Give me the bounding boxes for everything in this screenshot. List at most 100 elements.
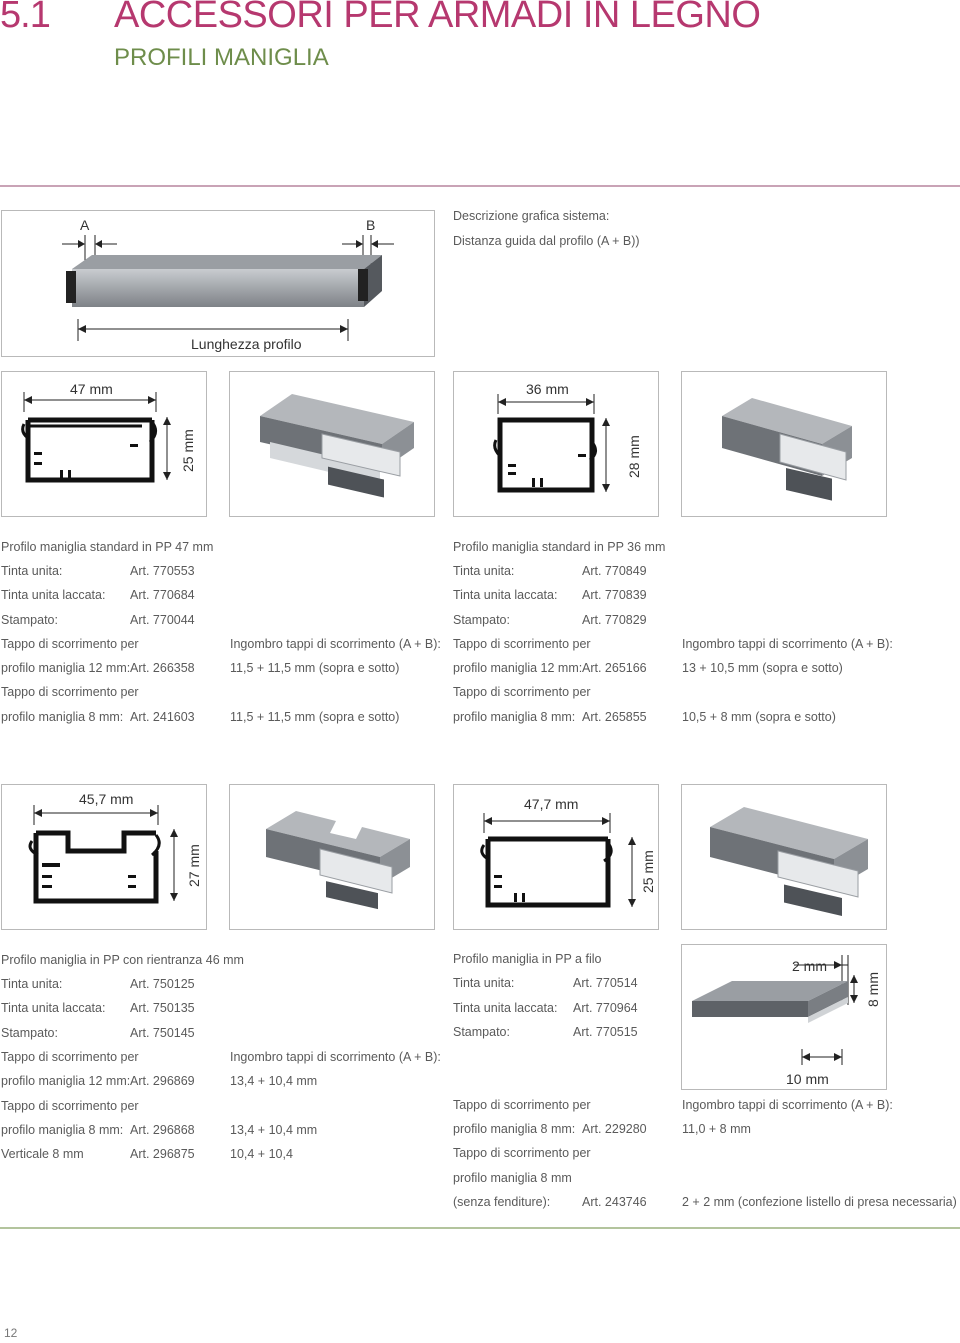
p457-title: Profilo maniglia in PP con rientranza 46… (1, 953, 244, 967)
p457-cap-label: profilo maniglia 8 mm: (1, 1123, 124, 1137)
p457-row-art: Art. 750145 (130, 1026, 195, 1040)
p36-title: Profilo maniglia standard in PP 36 mm (453, 540, 666, 554)
p477-cap-label: profilo maniglia 8 mm (453, 1171, 572, 1185)
page-number: 12 (4, 1326, 18, 1340)
p477-cap-label: (senza fenditure): (453, 1195, 551, 1209)
p36-cap-label: Tappo di scorrimento per (453, 637, 591, 651)
p457-cap-label: Tappo di scorrimento per (1, 1050, 139, 1064)
system-description-line-2: Distanza guida dal profilo (A + B)) (453, 234, 640, 248)
p36-cap-label: profilo maniglia 12 mm: (453, 661, 583, 675)
page-subtitle: PROFILI MANIGLIA (114, 44, 329, 71)
section-number: 5.1 (0, 0, 51, 36)
p47-cap-label: Tappo di scorrimento per (1, 685, 139, 699)
label-a: A (80, 217, 90, 233)
system-diagram-panel: A B Lunghezza profilo (1, 210, 435, 357)
p36-cap-art-8: Art. 265855 (582, 710, 647, 724)
bottom-divider (0, 1227, 960, 1229)
p47-cap-art-8: Art. 241603 (130, 710, 195, 724)
profile-477-section-drawing (480, 813, 636, 908)
profile-477-3d-drawing (710, 807, 868, 916)
p477-cap-label: Tappo di scorrimento per (453, 1146, 591, 1160)
p477-row-label: Stampato: (453, 1025, 510, 1039)
profile-477-height-label: 25 mm (640, 850, 656, 893)
p477-ingombro-8: 11,0 + 8 mm (682, 1122, 751, 1136)
p457-cap-label: profilo maniglia 12 mm: (1, 1074, 131, 1088)
p457-cap-art-8: Art. 296868 (130, 1123, 195, 1137)
profile-457-section-drawing (28, 805, 178, 904)
p477-cap-art-8: Art. 229280 (582, 1122, 647, 1136)
profile-flat-panel: 2 mm 8 mm 10 mm (681, 944, 887, 1090)
p47-row-label: Tinta unita: (1, 564, 63, 578)
profile-47-width-label: 47 mm (70, 381, 113, 397)
p36-ingombro-8: 10,5 + 8 mm (sopra e sotto) (682, 710, 836, 724)
p457-row-label: Tinta unita: (1, 977, 63, 991)
p36-row-label: Tinta unita laccata: (453, 588, 558, 602)
p47-row-art: Art. 770044 (130, 613, 195, 627)
p47-ingombro-label: Ingombro tappi di scorrimento (A + B): (230, 637, 441, 651)
profile-36-3d-drawing (722, 398, 852, 501)
p457-vert-art: Art. 296875 (130, 1147, 195, 1161)
p457-ingombro-vert: 10,4 + 10,4 (230, 1147, 293, 1161)
p47-row-art: Art. 770684 (130, 588, 195, 602)
flat-dim-top-label: 2 mm (792, 958, 827, 974)
page-title: ACCESSORI PER ARMADI IN LEGNO (114, 0, 761, 36)
p36-ingombro-12: 13 + 10,5 mm (sopra e sotto) (682, 661, 843, 675)
profile-36-section-panel: 36 mm 28 mm (453, 371, 659, 517)
p477-cap-art-senza: Art. 243746 (582, 1195, 647, 1209)
p477-title: Profilo maniglia in PP a filo (453, 952, 602, 966)
top-divider (0, 185, 960, 187)
label-b: B (366, 217, 376, 233)
profile-457-height-label: 27 mm (186, 844, 202, 887)
p477-row-art: Art. 770964 (573, 1001, 638, 1015)
profile-47-section-panel: 47 mm 25 mm (1, 371, 207, 517)
profile-36-height-label: 28 mm (626, 435, 642, 478)
p477-row-art: Art. 770515 (573, 1025, 638, 1039)
p47-cap-label: profilo maniglia 12 mm: (1, 661, 131, 675)
p47-ingombro-12: 11,5 + 11,5 mm (sopra e sotto) (230, 661, 400, 675)
p47-cap-label: Tappo di scorrimento per (1, 637, 139, 651)
p47-row-label: Stampato: (1, 613, 58, 627)
p47-cap-art-12: Art. 266358 (130, 661, 195, 675)
p457-ingombro-label: Ingombro tappi di scorrimento (A + B): (230, 1050, 441, 1064)
profile-36-width-label: 36 mm (526, 381, 569, 397)
p477-row-label: Tinta unita: (453, 976, 515, 990)
profile-457-3d-panel (229, 784, 435, 930)
p477-ingombro-label: Ingombro tappi di scorrimento (A + B): (682, 1098, 893, 1112)
p47-ingombro-8: 11,5 + 11,5 mm (sopra e sotto) (230, 710, 400, 724)
flat-dim-bottom-label: 10 mm (786, 1071, 829, 1087)
profile-457-width-label: 45,7 mm (79, 791, 134, 807)
flat-dim-side-label: 8 mm (865, 972, 881, 1007)
p457-row-art: Art. 750125 (130, 977, 195, 991)
p47-row-label: Tinta unita laccata: (1, 588, 106, 602)
p36-row-art: Art. 770839 (582, 588, 647, 602)
p36-row-label: Tinta unita: (453, 564, 515, 578)
p36-ingombro-label: Ingombro tappi di scorrimento (A + B): (682, 637, 893, 651)
profile-457-3d-drawing (266, 811, 410, 910)
p457-row-art: Art. 750135 (130, 1001, 195, 1015)
length-label: Lunghezza profilo (191, 336, 302, 352)
profile-36-3d-panel (681, 371, 887, 517)
p36-cap-label: profilo maniglia 8 mm: (453, 710, 576, 724)
p477-cap-label: profilo maniglia 8 mm: (453, 1122, 576, 1136)
p457-row-label: Stampato: (1, 1026, 58, 1040)
profile-36-section-drawing (493, 394, 610, 493)
p36-row-art: Art. 770829 (582, 613, 647, 627)
profile-47-section-drawing (21, 392, 171, 483)
profile-477-section-panel: 47,7 mm 25 mm (453, 784, 659, 930)
p457-cap-label: Tappo di scorrimento per (1, 1099, 139, 1113)
profile-477-width-label: 47,7 mm (524, 796, 579, 812)
p36-row-label: Stampato: (453, 613, 510, 627)
profile-477-3d-panel (681, 784, 887, 930)
p477-ingombro-senza: 2 + 2 mm (confezione listello di presa n… (682, 1195, 957, 1209)
profile-457-section-panel: 45,7 mm 27 mm (1, 784, 207, 930)
profile-flat-drawing (692, 955, 858, 1065)
profile-47-3d-drawing (260, 394, 414, 498)
p457-vert-label: Verticale 8 mm (1, 1147, 84, 1161)
p36-cap-art-12: Art. 265166 (582, 661, 647, 675)
p457-row-label: Tinta unita laccata: (1, 1001, 106, 1015)
profile-47-3d-panel (229, 371, 435, 517)
p457-ingombro-12: 13,4 + 10,4 mm (230, 1074, 318, 1088)
p47-cap-label: profilo maniglia 8 mm: (1, 710, 124, 724)
p457-ingombro-8: 13,4 + 10,4 mm (230, 1123, 318, 1137)
system-diagram-drawing (62, 235, 394, 341)
